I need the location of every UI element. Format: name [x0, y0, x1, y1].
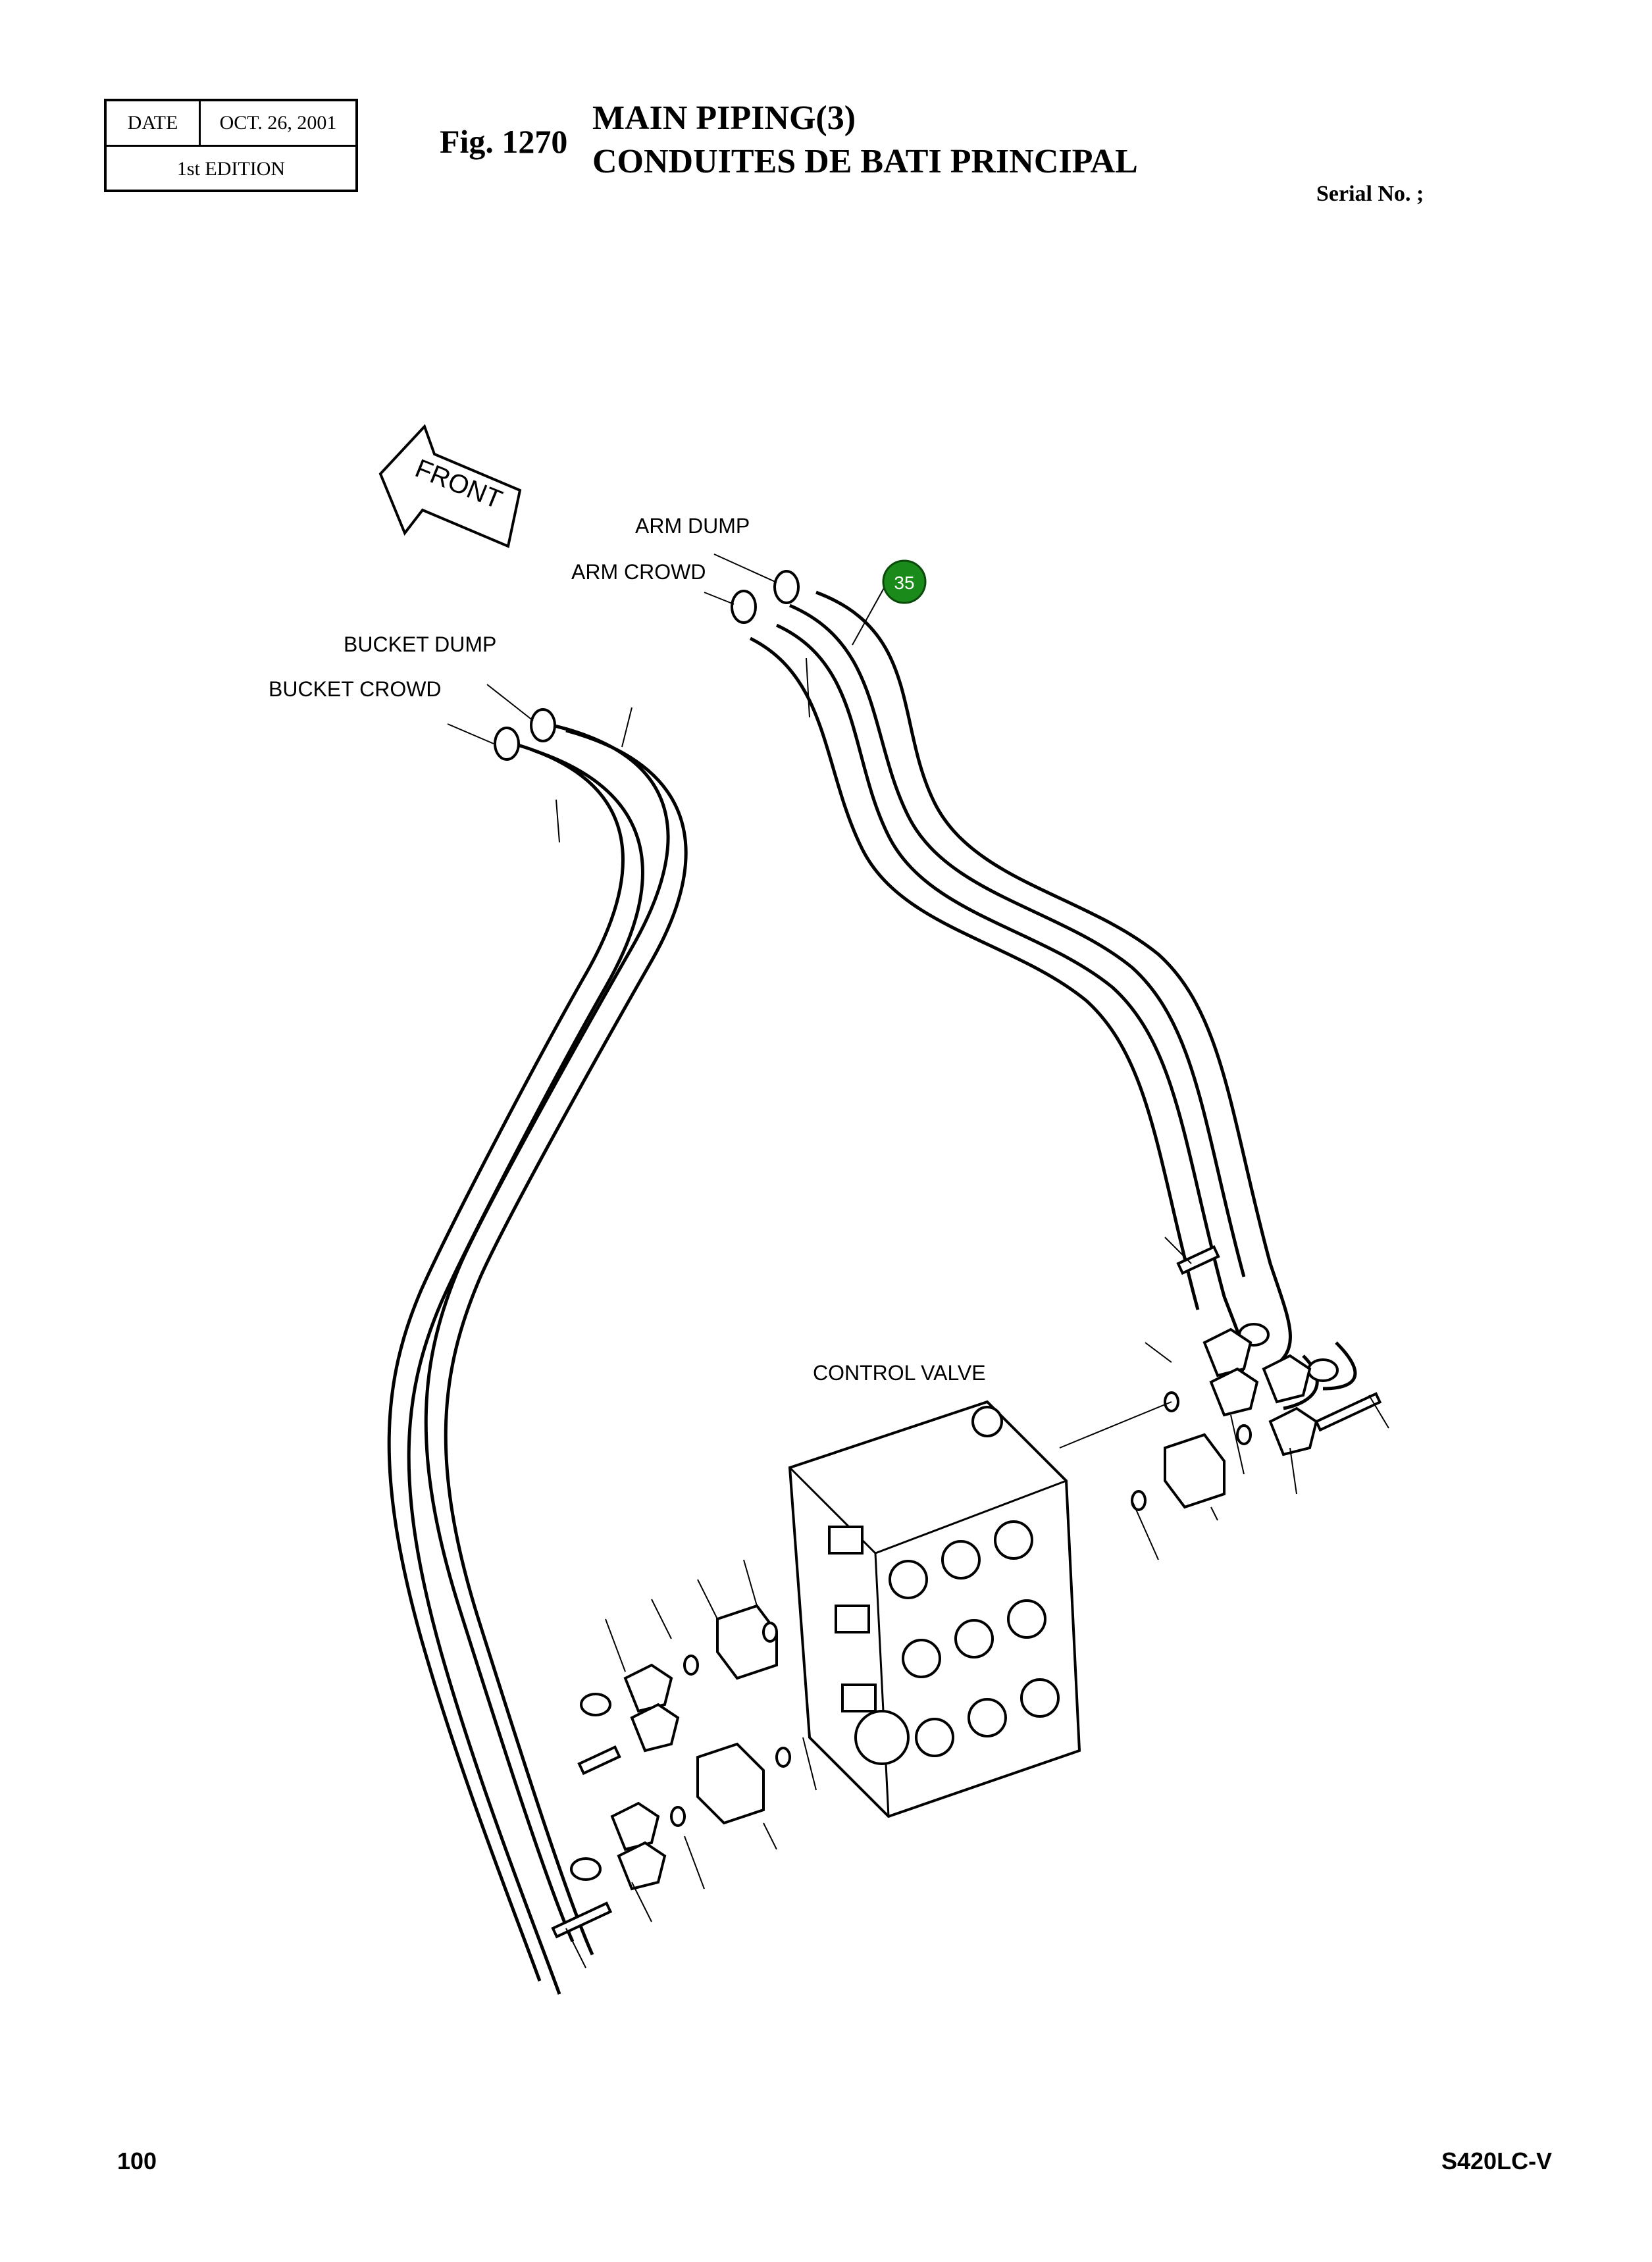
leader-lines: [447, 553, 1389, 1968]
figure-number: Fig. 1270: [440, 123, 568, 160]
model-number: S420LC-V: [1441, 2147, 1553, 2174]
page-title-en: MAIN PIPING(3): [592, 99, 856, 137]
serial-number: Serial No. ;: [1316, 182, 1424, 206]
bucket-hoses: [387, 708, 688, 1995]
date-box: DATE OCT. 26, 2001 1st EDITION: [104, 99, 358, 192]
part-callout[interactable]: 35: [882, 559, 927, 604]
right-fittings: [1131, 1245, 1382, 1511]
page-number: 100: [117, 2147, 157, 2174]
date-row: DATE OCT. 26, 2001: [107, 101, 355, 147]
arm-hoses: [731, 570, 1357, 1410]
bucket-dump-label: BUCKET DUMP: [344, 632, 496, 656]
page-title-fr: CONDUITES DE BATI PRINCIPAL: [592, 143, 1138, 180]
callout-number: 35: [894, 573, 914, 593]
left-fittings: [551, 1604, 791, 1939]
date-value: OCT. 26, 2001: [219, 112, 337, 134]
control-valve-label: CONTROL VALVE: [813, 1361, 986, 1385]
front-arrow: FRONT: [378, 424, 522, 548]
arm-dump-label: ARM DUMP: [635, 514, 750, 538]
control-valve: [788, 1400, 1081, 1818]
edition-label: 1st EDITION: [176, 158, 286, 180]
date-label: DATE: [107, 101, 201, 145]
bucket-crowd-label: BUCKET CROWD: [269, 677, 442, 701]
arm-crowd-label: ARM CROWD: [571, 560, 706, 584]
